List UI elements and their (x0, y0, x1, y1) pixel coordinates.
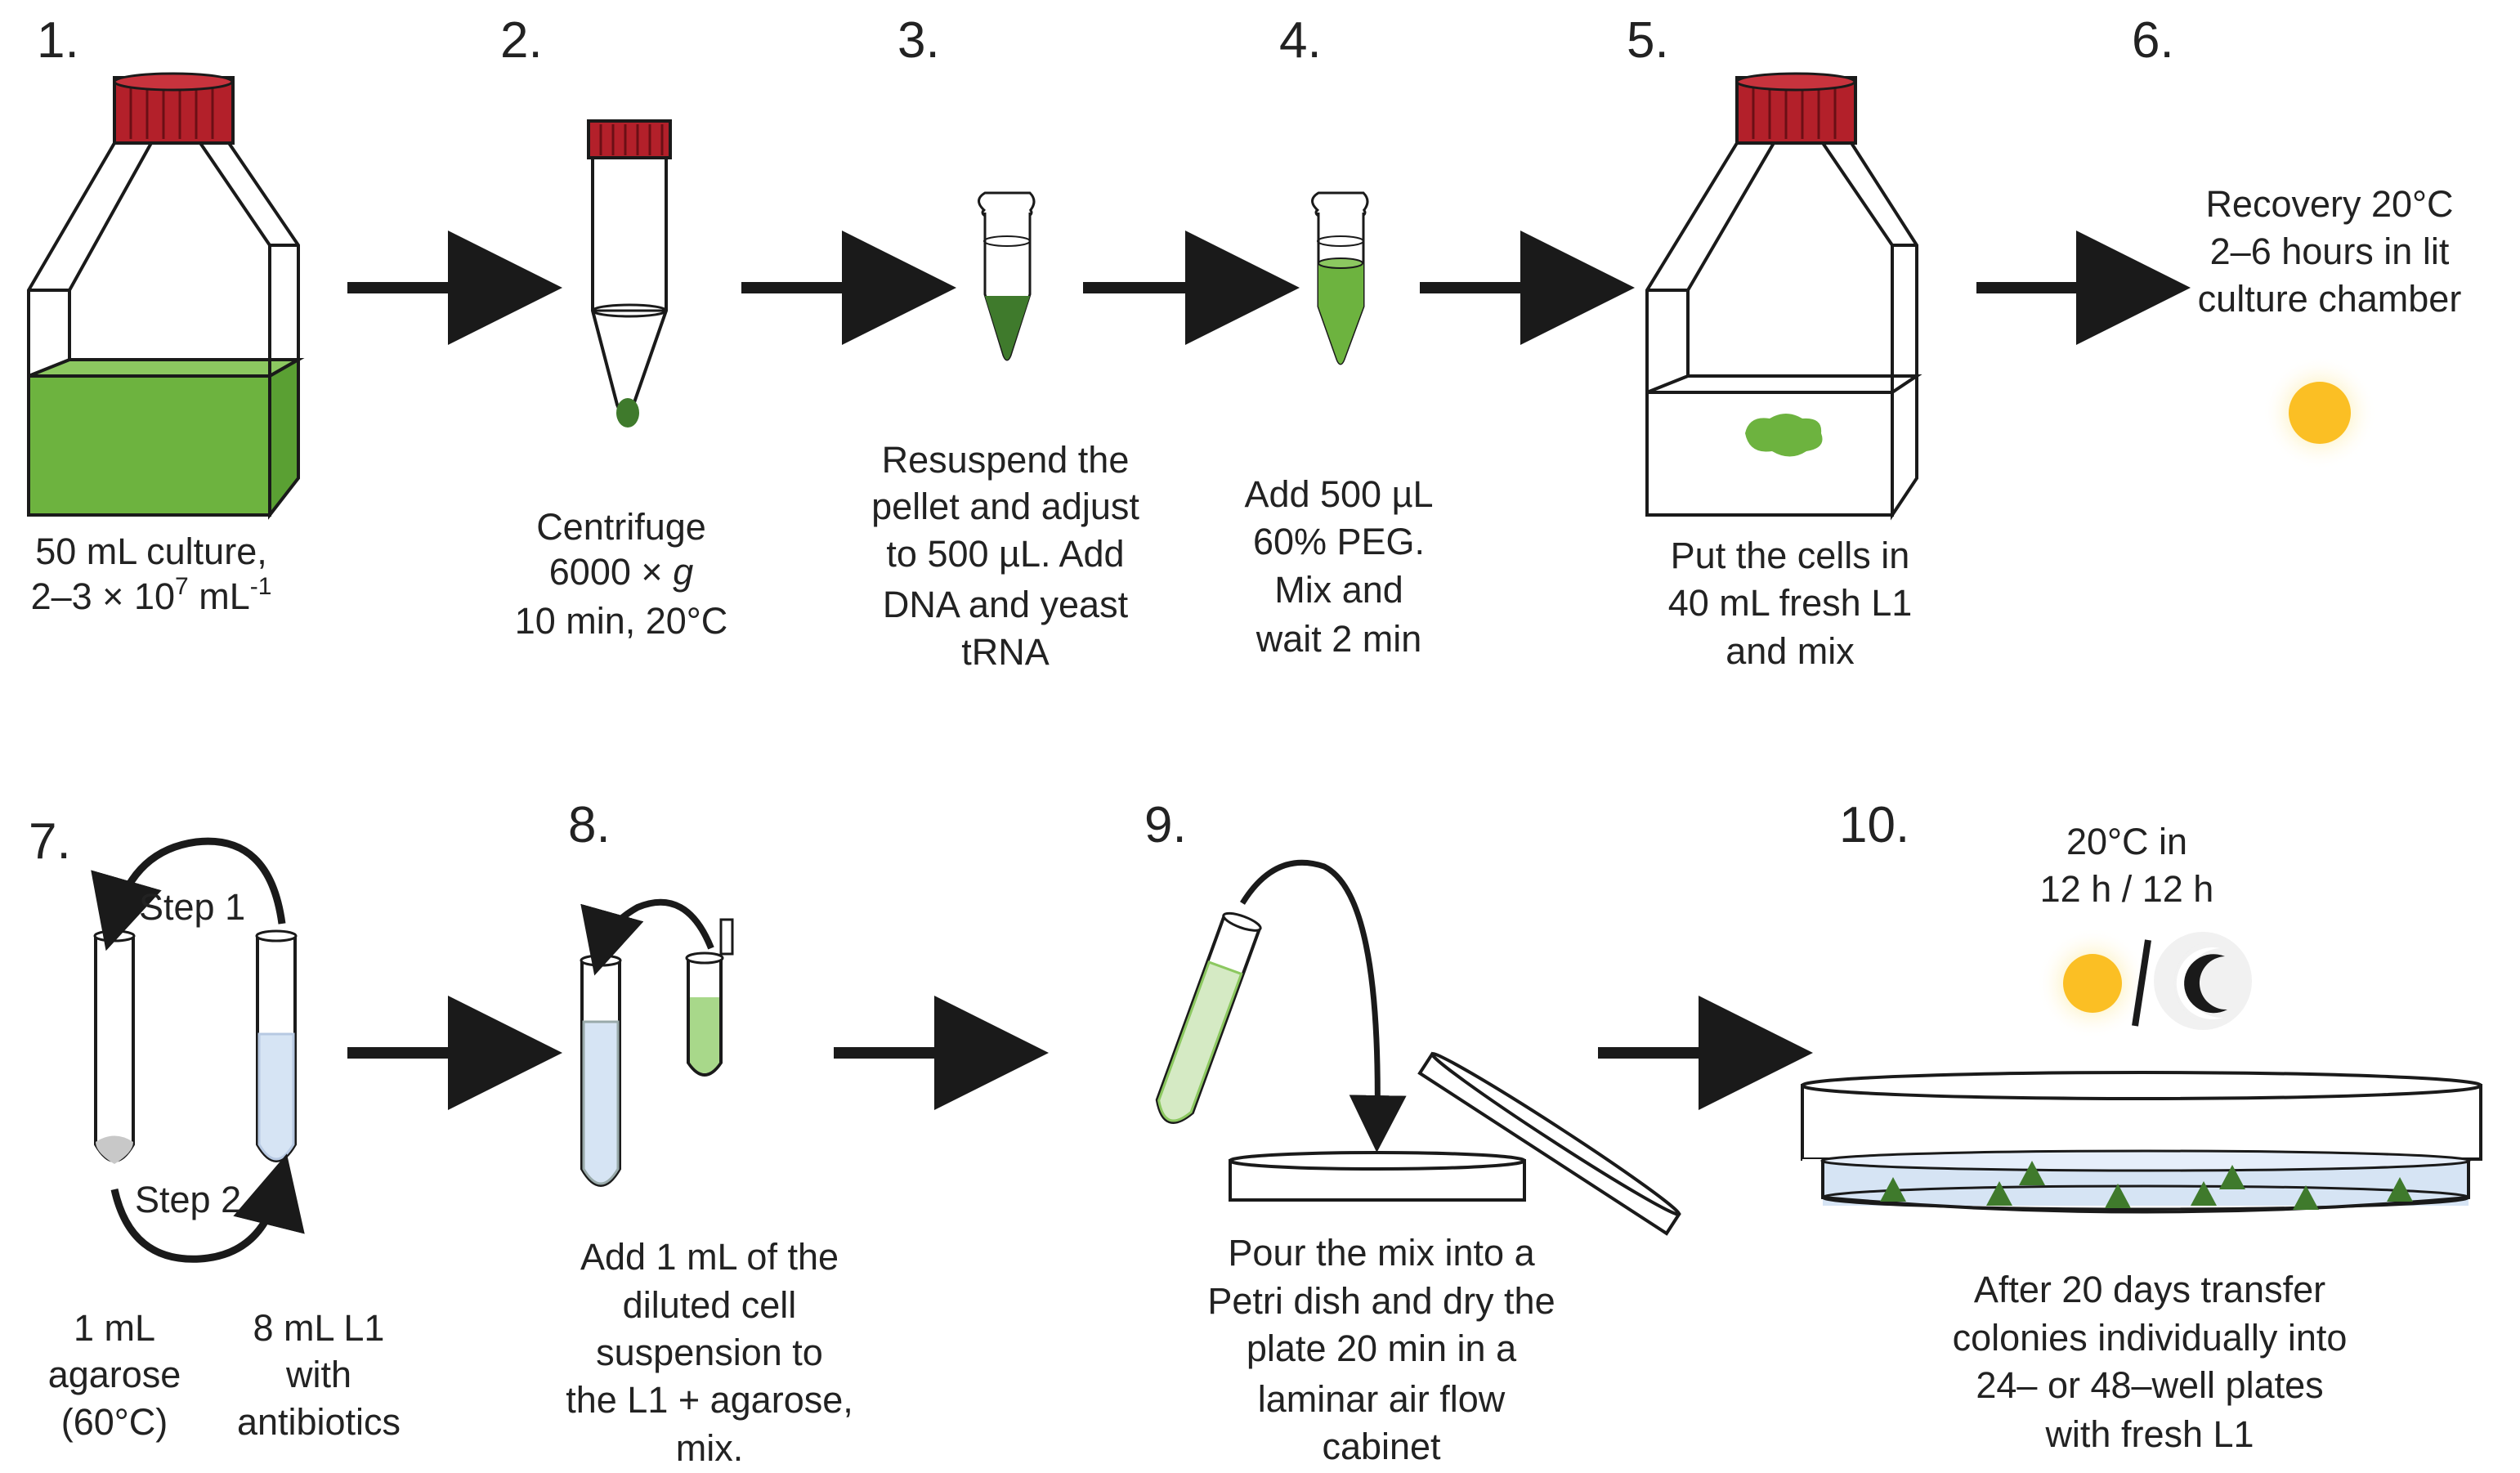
step-1-caption-line-2: 2–3 × 107 mL-1 (31, 573, 272, 617)
step-7-agarose-line-1: 1 mL (74, 1307, 155, 1349)
step-2-curved-arrow (110, 1153, 305, 1263)
agarose-tube-icon (93, 929, 136, 1164)
step-4-caption-line-2: 60% PEG. (1253, 521, 1425, 562)
pour-curved-arrow (1240, 859, 1407, 1153)
step-3-number: 3. (897, 12, 940, 69)
flask-with-cells-icon (1645, 72, 1922, 521)
microtube-pellet-icon (978, 191, 1036, 361)
step-8-caption-line-5: mix. (676, 1427, 744, 1469)
step-2-caption-line-3: 10 min, 20°C (515, 600, 728, 642)
step-6-number: 6. (2132, 12, 2174, 69)
step-4-caption-line-1: Add 500 µL (1244, 473, 1433, 515)
step-2-number: 2. (500, 12, 543, 69)
step-8-caption-line-4: the L1 + agarose, (566, 1379, 853, 1421)
step-9-caption-line-1: Pour the mix into a (1228, 1232, 1535, 1274)
centrifuge-tube-icon (587, 119, 672, 428)
l1-antibiotics-tube-icon (255, 929, 298, 1162)
step-9-number: 9. (1144, 797, 1187, 853)
step-5-number: 5. (1627, 12, 1669, 69)
step-1-label: Step 1 (139, 886, 245, 928)
step-2-caption-line-1: Centrifuge (536, 506, 706, 548)
step-3-caption-line-4: DNA and yeast (883, 584, 1129, 625)
step-5-caption-line-1: Put the cells in (1671, 535, 1910, 576)
day-night-slash (2132, 939, 2151, 1027)
step-8-caption-line-2: diluted cell (623, 1284, 797, 1326)
step-10-condition-line-2: 12 h / 12 h (2040, 868, 2214, 910)
step-4-caption-line-4: wait 2 min (1256, 618, 1422, 660)
step-7-number: 7. (29, 813, 71, 870)
step-10-number: 10. (1839, 797, 1909, 853)
step-9-caption-line-4: laminar air flow (1258, 1378, 1506, 1420)
step-10-caption-line-4: with fresh L1 (2044, 1413, 2254, 1455)
step-2-caption-line-2: 6000 × g (549, 551, 693, 593)
step-7-agarose-line-2: agarose (48, 1354, 181, 1395)
petri-dish-icon (1229, 1151, 1526, 1202)
step-2-label: Step 2 (135, 1179, 241, 1220)
step-6-caption-line-3: culture chamber (2198, 278, 2462, 320)
step-7-l1-line-1: 8 mL L1 (253, 1307, 385, 1349)
step-7-l1-line-2: with (285, 1354, 351, 1395)
step-3-caption-line-5: tRNA (961, 631, 1050, 673)
transfer-curved-arrow (580, 898, 714, 976)
colonies (1880, 1161, 2413, 1210)
step-5-caption-line-2: 40 mL fresh L1 (1668, 582, 1913, 624)
sun-icon (2037, 928, 2148, 1039)
diluted-cell-tube-icon (685, 918, 734, 1077)
step-10-condition-line-1: 20°C in (2066, 821, 2187, 862)
sun-icon (2263, 356, 2377, 470)
pouring-tube-icon (1155, 911, 1262, 1124)
moon-icon (2154, 932, 2252, 1030)
mixing-tube-icon (580, 954, 622, 1187)
step-3-caption-line-2: pellet and adjust (871, 486, 1139, 527)
step-8-caption-line-3: suspension to (596, 1332, 823, 1373)
step-8-number: 8. (568, 797, 611, 853)
step-8-caption-line-1: Add 1 mL of the (580, 1236, 839, 1278)
petri-dish-lid-icon (1417, 1051, 1681, 1236)
microtube-peg-icon (1311, 191, 1369, 365)
step-3-caption-line-1: Resuspend the (882, 439, 1130, 481)
step-10-caption-line-1: After 20 days transfer (1974, 1269, 2325, 1310)
culture-plate-icon (1801, 1071, 2482, 1214)
step-7-agarose-line-3: (60°C) (61, 1401, 168, 1443)
step-3-caption-line-3: to 500 µL. Add (886, 533, 1124, 575)
step-1-caption-line-1: 50 mL culture, (35, 531, 266, 572)
step-10-caption-line-2: colonies individually into (1953, 1317, 2348, 1359)
step-4-number: 4. (1279, 12, 1322, 69)
culture-flask-icon (27, 72, 305, 520)
step-9-caption-line-3: plate 20 min in a (1247, 1327, 1517, 1369)
step-1-curved-arrow (91, 837, 286, 951)
step-10-caption-line-3: 24– or 48–well plates (1976, 1364, 2323, 1406)
step-5-caption-line-3: and mix (1726, 630, 1855, 672)
step-7-l1-line-3: antibiotics (237, 1401, 401, 1443)
step-6-caption-line-2: 2–6 hours in lit (2210, 231, 2450, 272)
step-9-caption-line-2: Petri dish and dry the (1207, 1280, 1555, 1322)
step-9-caption-line-5: cabinet (1322, 1426, 1441, 1467)
step-6-caption-line-1: Recovery 20°C (2205, 183, 2453, 225)
step-4-caption-line-3: Mix and (1274, 569, 1403, 611)
step-1-number: 1. (37, 12, 79, 69)
